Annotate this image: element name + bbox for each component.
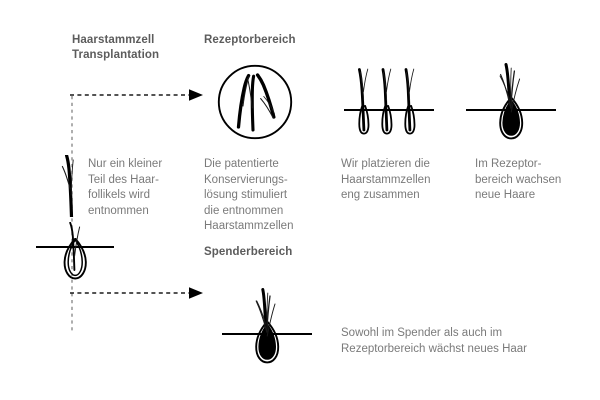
caption-step-4: Im Rezeptor- bereich wachsen neue Haare — [475, 158, 562, 201]
heading-spenderbereich: Spenderbereich — [204, 246, 293, 258]
caption-step-3: Wir platzieren die Haarstammzellen eng z… — [341, 158, 431, 201]
vertical-dashed-connector-line — [70, 96, 74, 334]
heading-haarstammzell-transplantation: Haarstammzell Transplantation — [72, 34, 160, 61]
three-implanted-hairs-illustration — [344, 62, 434, 142]
donor-hair-bulb-illustration — [222, 288, 312, 368]
caption-step-1: Nur ein kleiner Teil des Haar- follikels… — [88, 158, 163, 217]
grown-hair-bulb-illustration — [466, 62, 556, 142]
caption-bottom-note: Sowohl im Spender als auch im Rezeptorbe… — [341, 327, 528, 355]
hair-strands-in-circle-illustration — [216, 62, 294, 142]
dashed-arrow-to-donor-area — [70, 286, 206, 300]
extracted-hair-strand-illustration — [56, 155, 86, 217]
caption-step-2: Die patentierte Konservierungs- lösung s… — [204, 158, 294, 232]
heading-rezeptorbereich: Rezeptorbereich — [204, 34, 296, 46]
hair-follicle-in-skin-illustration — [36, 222, 114, 284]
dashed-arrow-to-receptor-area — [70, 88, 206, 102]
